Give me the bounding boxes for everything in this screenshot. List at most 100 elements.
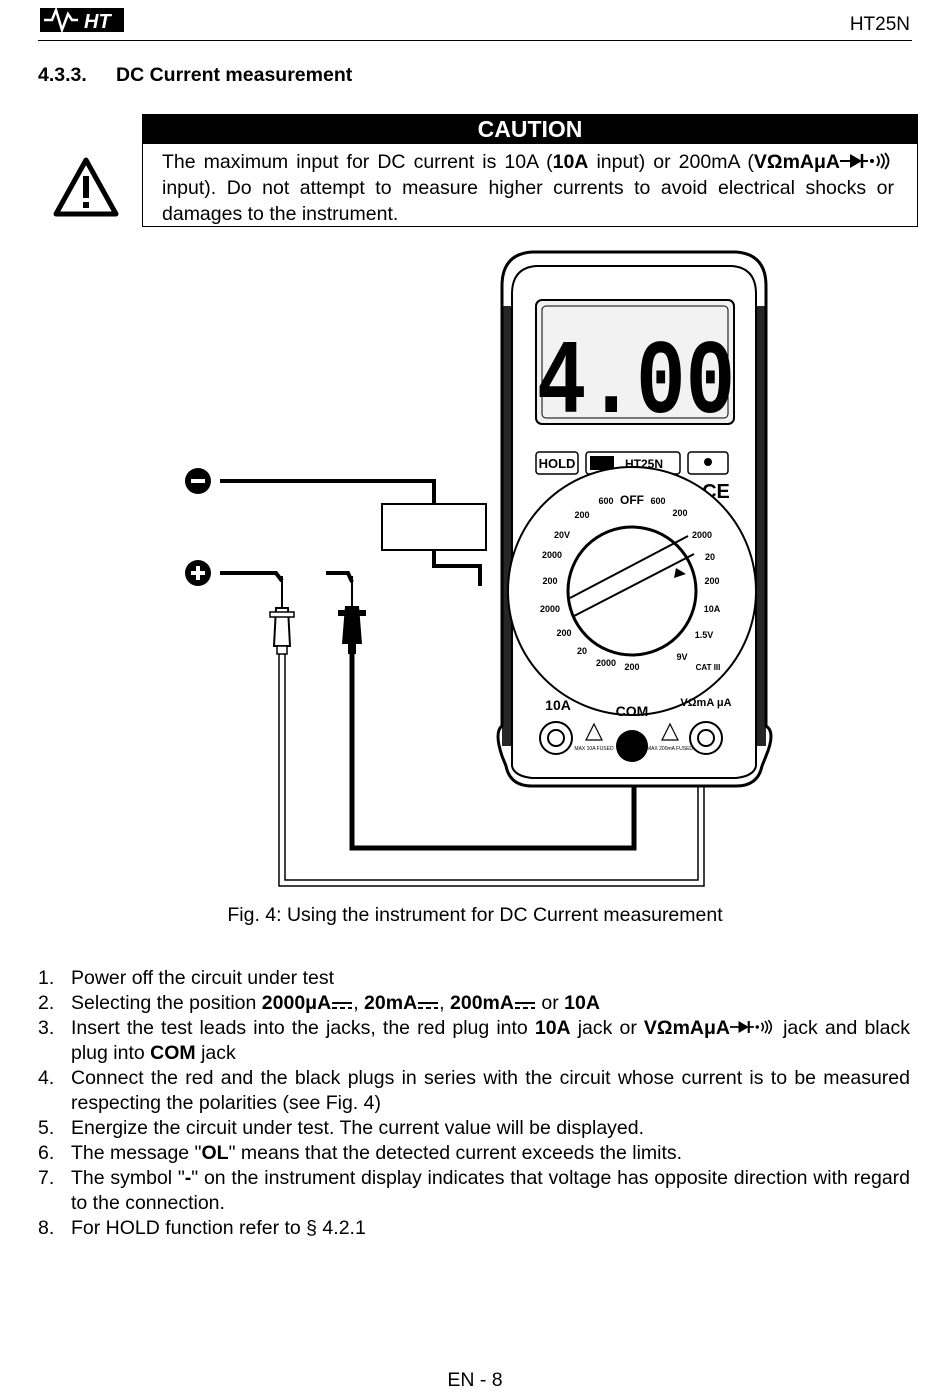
step-text: jack or <box>570 1017 644 1039</box>
svg-text:200: 200 <box>672 508 687 518</box>
step-text: " on the instrument display indicates th… <box>71 1167 911 1214</box>
separator: or <box>535 992 565 1014</box>
step-text: Connect the red and the black plugs in s… <box>71 1067 910 1114</box>
fuse-10a-label: MAX 10A FUSED <box>574 746 614 752</box>
lcd-reading: 4.00 <box>537 324 735 444</box>
caution-jack: VΩmAμA <box>753 151 840 173</box>
step-number: 7. <box>38 1167 55 1189</box>
hold-button <box>535 451 579 475</box>
svg-text:200: 200 <box>624 662 639 672</box>
range-20ma: 20mA <box>364 992 418 1014</box>
step-text: For HOLD function refer to § 4.2.1 <box>71 1217 366 1239</box>
selector-knob <box>566 525 698 657</box>
step-number: 4. <box>38 1067 55 1089</box>
jack-10a-ref: 10A <box>534 1017 571 1039</box>
minus-symbol: - <box>184 1167 192 1189</box>
svg-text:200: 200 <box>542 576 557 586</box>
caution-10a: 10A <box>552 151 589 173</box>
svg-text:20V: 20V <box>554 530 570 540</box>
minus-terminal <box>185 468 211 494</box>
step-text: The message " <box>71 1142 202 1164</box>
lcd-display <box>535 299 735 425</box>
svg-text:200: 200 <box>574 510 589 520</box>
range-2000ua: 2000μA <box>261 992 332 1014</box>
jack-v-label: VΩmA μA <box>680 697 731 709</box>
model-name: HT25N <box>849 14 910 35</box>
page-number: EN - 8 <box>447 1369 503 1391</box>
off-label: OFF <box>620 493 644 507</box>
step-number: 1. <box>38 967 55 989</box>
list-item: 4. Connect the red and the black plugs in… <box>38 1066 910 1116</box>
dc-symbol-icon <box>418 1002 439 1009</box>
list-item: 6. The message "OL" means that the detect… <box>38 1141 910 1166</box>
svg-text:20: 20 <box>577 646 587 656</box>
warning-triangle-icon <box>52 156 120 218</box>
list-item: 3. Insert the test leads into the jacks, … <box>38 1016 910 1066</box>
jack-v-ref: VΩmAμA <box>643 1017 730 1039</box>
multimeter-figure: 4.00 HOLD HT25N CE OFF 600 600 200 200 2… <box>176 246 776 896</box>
step-number: 3. <box>38 1017 55 1039</box>
range-10a: 10A <box>564 992 600 1014</box>
jack-com-ref: COM <box>150 1042 196 1064</box>
fuse-200ma-label: MAX 200mA FUSED <box>647 746 694 752</box>
step-number: 8. <box>38 1217 55 1239</box>
range-200ma: 200mA <box>450 992 514 1014</box>
svg-text:20: 20 <box>705 552 715 562</box>
jack-com <box>616 730 648 762</box>
jack-10a-label: 10A <box>545 697 571 713</box>
svg-text:2000: 2000 <box>542 550 562 560</box>
svg-text:200: 200 <box>556 628 571 638</box>
caution-text-2: input) or 200mA ( <box>588 151 754 173</box>
step-text: Insert the test leads into the jacks, th… <box>71 1017 535 1039</box>
header-rule <box>38 40 912 41</box>
meter-body: 4.00 HOLD HT25N CE OFF 600 600 200 200 2… <box>496 250 773 788</box>
separator: , <box>353 992 365 1014</box>
step-text: jack and black plug into <box>71 1017 910 1064</box>
list-item: 7. The symbol "-" on the instrument displ… <box>38 1166 910 1216</box>
svg-text:600: 600 <box>598 496 613 506</box>
section-title-text: DC Current measurement <box>116 64 353 86</box>
svg-text:CAT III: CAT III <box>696 663 721 672</box>
svg-text:2000: 2000 <box>596 658 616 668</box>
section-title: 4.3.3. DC Current measurement <box>38 64 352 87</box>
caution-text-3: input). Do not attempt to measure higher… <box>162 177 894 225</box>
load-box <box>381 503 487 551</box>
dc-symbol-icon <box>514 1002 535 1009</box>
step-text: jack <box>195 1042 236 1064</box>
svg-text:2000: 2000 <box>540 604 560 614</box>
list-item: 2. Selecting the position 2000μA, 20mA, 2… <box>38 991 910 1016</box>
hold-label: HOLD <box>539 456 576 471</box>
diode-buzzer-icon <box>840 152 890 170</box>
caution-box <box>142 144 918 227</box>
dc-symbol-icon <box>332 1002 353 1009</box>
red-probe <box>269 576 705 887</box>
step-text: Selecting the position <box>71 992 262 1014</box>
caution-text: The maximum input for DC current is 10A … <box>162 149 894 227</box>
list-item: 1. Power off the circuit under test <box>38 966 910 991</box>
figure-caption: Fig. 4: Using the instrument for DC Curr… <box>227 904 723 926</box>
section-number: 4.3.3. <box>38 64 87 86</box>
caution-title: CAUTION <box>142 114 918 144</box>
diode-buzzer-icon <box>730 1019 773 1035</box>
svg-text:200: 200 <box>704 576 719 586</box>
ht-logo: HT <box>40 4 126 34</box>
step-number: 5. <box>38 1117 55 1139</box>
svg-text:10A: 10A <box>704 604 721 614</box>
procedure-list: 1. Power off the circuit under test 2. Sel… <box>38 966 910 1241</box>
step-number: 6. <box>38 1142 55 1164</box>
step-text: The symbol " <box>71 1167 185 1189</box>
step-text: " means that the detected current exceed… <box>228 1142 683 1164</box>
ol-message: OL <box>201 1142 229 1164</box>
step-text: Power off the circuit under test <box>71 967 335 989</box>
svg-text:600: 600 <box>650 496 665 506</box>
separator: , <box>439 992 451 1014</box>
caution-text-1: The maximum input for DC current is 10A … <box>162 151 553 173</box>
jack-com-label: COM <box>616 703 649 719</box>
circuit-wires <box>220 479 487 586</box>
plus-terminal <box>185 560 211 586</box>
step-number: 2. <box>38 992 55 1014</box>
list-item: 5.Energize the circuit under test. The c… <box>38 1116 910 1141</box>
svg-text:9V: 9V <box>676 652 687 662</box>
black-probe <box>338 576 637 851</box>
list-item: 8. For HOLD function refer to § 4.2.1 <box>38 1216 910 1241</box>
